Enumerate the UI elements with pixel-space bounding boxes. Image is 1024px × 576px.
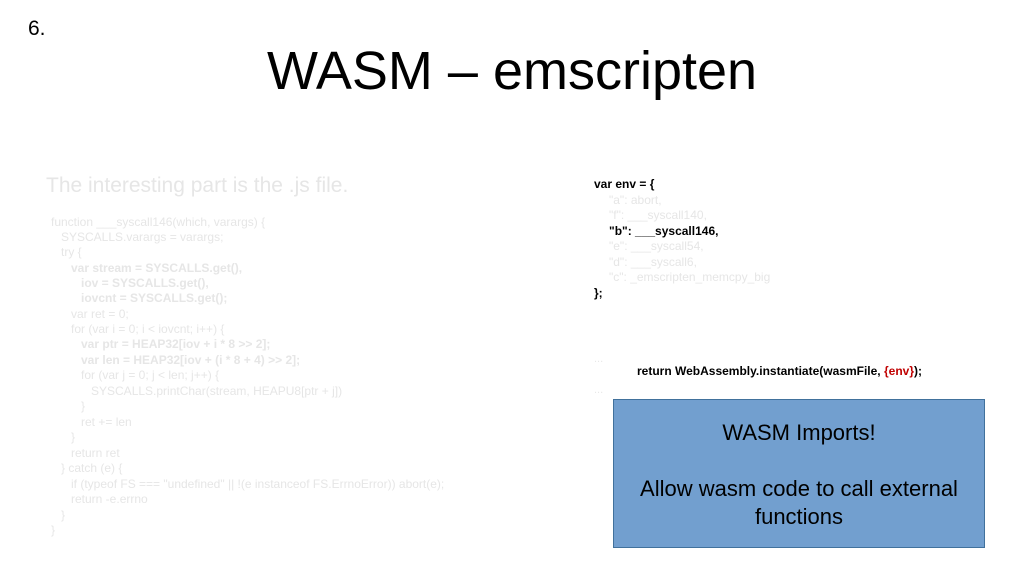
code-line: iovcnt = SYSCALLS.get(); [51, 291, 228, 305]
code-line: } [51, 508, 66, 522]
code-line: } catch (e) { [51, 461, 123, 475]
code-line: iov = SYSCALLS.get(), [51, 276, 209, 290]
code-line: function ___syscall146(which, varargs) { [51, 215, 266, 229]
code-line: var ptr = HEAP32[iov + i * 8 >> 2]; [51, 337, 271, 351]
return-prefix: return WebAssembly.instantiate(wasmFile, [637, 364, 884, 378]
slide-number: 6. [28, 17, 46, 40]
code-line: ret += len [51, 415, 132, 429]
code-line: SYSCALLS.printChar(stream, HEAPU8[ptr + … [51, 384, 343, 398]
env-open-line: var env = { [594, 177, 655, 191]
ellipsis-top: ... [594, 353, 604, 365]
return-suffix: ); [914, 364, 922, 378]
slide-title: WASM – emscripten [266, 41, 758, 101]
env-entry: "d": ___syscall6, [609, 255, 697, 269]
code-line: for (var i = 0; i < iovcnt; i++) { [51, 322, 225, 336]
return-statement: return WebAssembly.instantiate(wasmFile,… [637, 364, 922, 378]
code-line: var ret = 0; [51, 307, 129, 321]
env-close-line: }; [594, 286, 603, 300]
code-line: var len = HEAP32[iov + (i * 8 + 4) >> 2]… [51, 353, 301, 367]
code-line: for (var j = 0; j < len; j++) { [51, 368, 220, 382]
code-line: return ret [51, 446, 120, 460]
callout-title: WASM Imports! [722, 420, 876, 445]
env-entry: "c": _emscripten_memcpy_big [609, 270, 771, 284]
env-entry: "a": abort, [609, 193, 662, 207]
code-line: return -e.errno [51, 492, 148, 506]
code-line: } [51, 399, 86, 413]
ellipsis-bottom: ... [594, 384, 604, 396]
return-env-highlight: {env} [883, 364, 914, 378]
callout-body: Allow wasm code to call external functio… [640, 476, 958, 529]
wasm-imports-callout: WASM Imports! Allow wasm code to call ex… [613, 399, 985, 548]
code-line: } [51, 523, 56, 537]
code-line: } [51, 430, 76, 444]
left-heading: The interesting part is the .js file. [46, 174, 349, 197]
env-entry: "f": ___syscall140, [609, 208, 707, 222]
code-line: SYSCALLS.varargs = varargs; [51, 230, 224, 244]
code-line: try { [51, 245, 82, 259]
code-line: if (typeof FS === "undefined" || !(e ins… [51, 477, 445, 491]
env-entry-highlighted: "b": ___syscall146, [609, 224, 719, 238]
env-entry: "e": ___syscall54, [609, 239, 704, 253]
code-line: var stream = SYSCALLS.get(), [51, 261, 243, 275]
